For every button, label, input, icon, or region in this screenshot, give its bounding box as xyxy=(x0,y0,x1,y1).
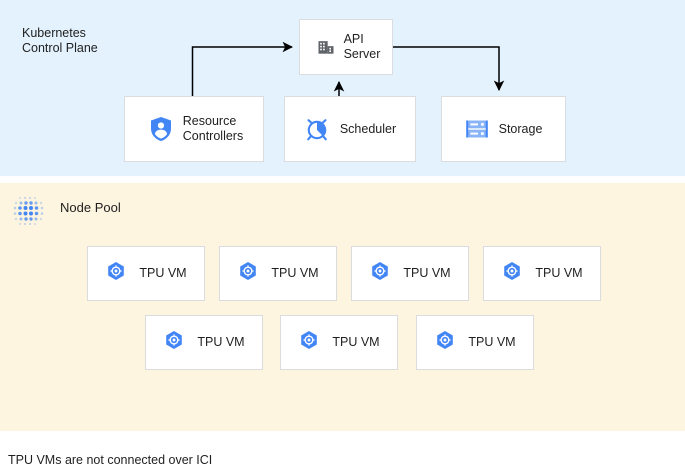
node-resource-controllers[interactable]: Resource Controllers xyxy=(124,96,264,162)
tpu-vm-label: TPU VM xyxy=(197,335,245,349)
office-building-icon xyxy=(316,37,336,57)
tpu-vm-label: TPU VM xyxy=(468,335,516,349)
node-scheduler[interactable]: Scheduler xyxy=(284,96,416,162)
tpu-vm-label: TPU VM xyxy=(535,266,583,280)
tpu-hexagon-icon xyxy=(237,260,259,287)
node-resource-controllers-label: Resource Controllers xyxy=(182,114,244,143)
tpu-vm-label: TPU VM xyxy=(271,266,319,280)
tpu-vm-card[interactable]: TPU VM xyxy=(219,246,337,301)
node-storage[interactable]: Storage xyxy=(441,96,566,162)
diagram-caption: TPU VMs are not connected over ICI xyxy=(8,453,213,467)
node-api-server[interactable]: API Server xyxy=(299,19,393,75)
tpu-vm-card[interactable]: TPU VM xyxy=(416,315,534,370)
tpu-vm-card[interactable]: TPU VM xyxy=(87,246,205,301)
tpu-vm-card[interactable]: TPU VM xyxy=(351,246,469,301)
tpu-hexagon-icon xyxy=(501,260,523,287)
tpu-hexagon-icon xyxy=(163,329,185,356)
node-storage-label: Storage xyxy=(498,121,543,136)
tpu-hexagon-icon xyxy=(369,260,391,287)
dot-grid-icon xyxy=(11,193,49,231)
tpu-vm-card[interactable]: TPU VM xyxy=(280,315,398,370)
tpu-hexagon-icon xyxy=(298,329,320,356)
tpu-hexagon-icon xyxy=(105,260,127,287)
server-rack-icon xyxy=(465,117,489,141)
tpu-vm-label: TPU VM xyxy=(403,266,451,280)
node-pool-panel xyxy=(0,183,685,431)
alarm-clock-icon xyxy=(304,116,330,142)
tpu-vm-card[interactable]: TPU VM xyxy=(483,246,601,301)
control-plane-title: Kubernetes Control Plane xyxy=(22,26,98,55)
node-pool-title: Node Pool xyxy=(60,200,121,215)
node-api-server-label: API Server xyxy=(343,32,381,61)
node-scheduler-label: Scheduler xyxy=(339,121,397,136)
tpu-vm-label: TPU VM xyxy=(332,335,380,349)
tpu-vm-card[interactable]: TPU VM xyxy=(145,315,263,370)
tpu-vm-label: TPU VM xyxy=(139,266,187,280)
shield-user-icon xyxy=(149,116,173,142)
tpu-hexagon-icon xyxy=(434,329,456,356)
